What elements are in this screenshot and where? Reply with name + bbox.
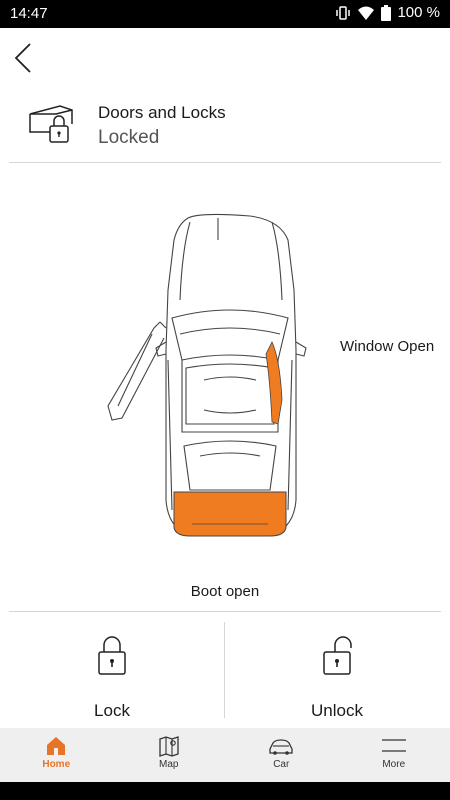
lock-status: Locked	[98, 127, 160, 148]
vibrate-icon	[336, 5, 351, 20]
nav-more[interactable]: More	[338, 728, 450, 782]
padlock-closed-icon	[98, 636, 126, 675]
door-lock-icon	[29, 105, 73, 143]
battery-icon	[381, 4, 392, 21]
wifi-icon	[358, 6, 375, 20]
unlock-button[interactable]: Unlock	[225, 622, 449, 722]
boot-open-label: Boot open	[190, 583, 260, 600]
nav-home[interactable]: Home	[0, 728, 113, 782]
unlock-label: Unlock	[311, 701, 363, 720]
menu-icon	[381, 739, 406, 752]
actions-divider	[9, 611, 441, 612]
battery-percent: 100 %	[397, 4, 440, 21]
nav-map-label: Map	[159, 759, 179, 770]
actions-separator	[224, 622, 225, 718]
car-top-view	[107, 213, 307, 537]
status-time: 14:47	[10, 5, 48, 22]
window-open-label: Window Open	[340, 338, 435, 355]
padlock-open-icon	[323, 636, 352, 675]
nav-home-label: Home	[42, 759, 71, 770]
car-icon	[269, 739, 293, 755]
lock-label: Lock	[94, 701, 130, 720]
home-icon	[47, 737, 66, 755]
system-nav-bar	[0, 782, 450, 800]
header-divider	[9, 162, 441, 163]
nav-map[interactable]: Map	[113, 728, 226, 782]
page-title: Doors and Locks	[98, 103, 226, 122]
nav-car[interactable]: Car	[225, 728, 338, 782]
back-arrow-icon[interactable]	[10, 40, 40, 76]
nav-car-label: Car	[273, 759, 290, 770]
nav-more-label: More	[382, 759, 406, 770]
status-bar: 14:47 100 %	[0, 0, 450, 28]
lock-button[interactable]: Lock	[0, 622, 224, 722]
map-icon	[159, 736, 179, 757]
bottom-nav: Home Map Car More	[0, 728, 450, 782]
status-icons: 100 %	[335, 4, 440, 21]
